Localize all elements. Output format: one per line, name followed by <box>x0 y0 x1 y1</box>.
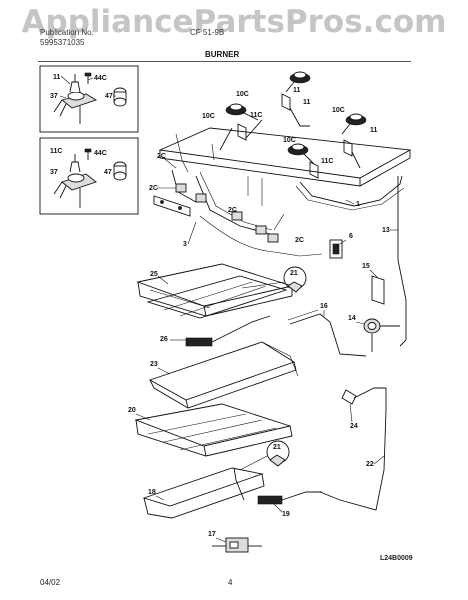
callout-37-inset-2: 37 <box>50 169 58 176</box>
publication-number: 5995371035 <box>40 38 85 47</box>
callout-11-b: 11 <box>370 127 378 134</box>
callout-21-bottom: 21 <box>273 444 281 451</box>
callout-10c-a: 10C <box>236 91 249 98</box>
footer-date: 04/02 <box>40 578 61 587</box>
callout-47-inset: 47 <box>105 93 113 100</box>
inset-box-top <box>39 65 139 133</box>
callout-17: 17 <box>208 531 216 538</box>
callout-2c-b: 2C <box>149 185 158 192</box>
callout-6: 6 <box>349 233 353 240</box>
callout-37-inset: 37 <box>50 93 58 100</box>
callout-10c-d: 10C <box>283 137 296 144</box>
footer-page-number: 4 <box>228 578 233 587</box>
publication-label: Publication No. <box>40 28 94 37</box>
callout-11c-b: 11C <box>321 158 333 165</box>
callout-15: 15 <box>362 263 370 270</box>
callout-labels: 11 44C 37 47 11C 44C 37 47 10C 11 10C 11… <box>50 74 390 538</box>
broil-burner-assembly <box>136 263 299 409</box>
orifice-holders <box>219 93 361 179</box>
callout-23: 23 <box>150 361 158 368</box>
callout-21-top: 21 <box>290 270 298 277</box>
callout-22: 22 <box>366 461 374 468</box>
callout-11-inset: 11 <box>53 74 61 81</box>
callout-circle-21-bottom <box>239 440 290 471</box>
callout-10c-b: 10C <box>202 113 215 120</box>
model-number: CF 51-9B <box>190 28 225 37</box>
callout-24: 24 <box>350 423 358 430</box>
callout-1: 1 <box>356 201 360 208</box>
callout-11c-a: 11C <box>250 112 262 119</box>
callout-19: 19 <box>282 511 290 518</box>
right-side-parts <box>287 176 407 511</box>
callout-10c-c: 10C <box>332 107 345 114</box>
callout-13: 13 <box>382 227 390 234</box>
header-rule <box>38 61 411 62</box>
callout-18: 18 <box>148 489 156 496</box>
callout-3: 3 <box>183 241 187 248</box>
burner-heads <box>225 71 367 165</box>
watermark: AppliancePartsPros.com <box>21 4 447 40</box>
inset-box-bottom <box>39 137 139 215</box>
diagram-code: L24B0009 <box>380 555 413 562</box>
callout-2c-d: 2C <box>295 237 304 244</box>
callout-26: 26 <box>160 336 168 343</box>
callout-11-c: 11 <box>303 99 311 106</box>
callout-47-inset-2: 47 <box>104 169 112 176</box>
manifold-frame <box>153 127 412 257</box>
callout-2c-c: 2C <box>228 207 237 214</box>
callout-circle-21-top <box>241 266 307 293</box>
callout-20: 20 <box>128 407 136 414</box>
callout-14: 14 <box>348 315 356 322</box>
callout-25: 25 <box>150 271 158 278</box>
section-title: BURNER <box>205 50 240 59</box>
callout-11c-inset: 11C <box>50 148 62 155</box>
callout-44c-inset: 44C <box>94 75 107 82</box>
callout-16: 16 <box>320 303 328 310</box>
callout-44c-inset-2: 44C <box>94 150 107 157</box>
leader-lines <box>59 75 398 543</box>
bake-burner-assembly <box>134 403 322 553</box>
callout-11-a: 11 <box>293 87 301 94</box>
